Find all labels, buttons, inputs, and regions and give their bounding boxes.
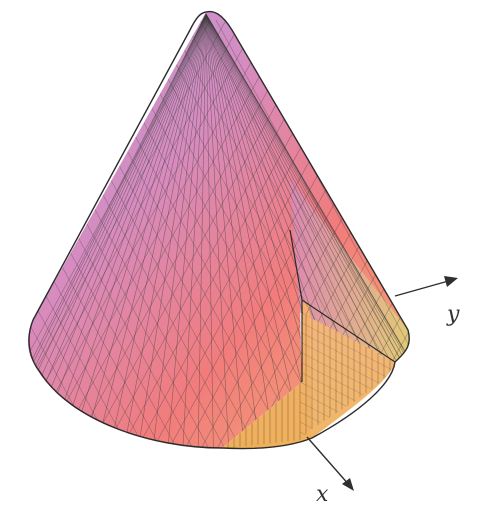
mesh-generator-line [67,13,207,420]
mesh-hatch-line [27,19,147,449]
mesh-hatch-line [407,19,410,449]
mesh-hatch-line [199,19,410,449]
cut-face-front [222,300,312,449]
mesh-hatch-line [199,19,410,449]
mesh-generator-line [205,13,303,443]
mesh-hatch-line [27,19,243,449]
mesh-hatch-line [27,19,83,449]
x-axis-label: x [316,482,329,507]
mesh-hatch-line [27,19,67,449]
mesh-hatch-line [424,20,480,480]
mesh-generator-line [205,13,397,403]
mesh-generator-line [197,13,207,449]
mesh-generator-line [167,13,207,448]
mesh-generator-line [58,13,207,415]
mesh-hatch-line [27,19,195,449]
mesh-hatch-line [27,19,51,449]
mesh-generator-line [205,13,214,449]
x-axis: x [306,436,354,507]
mesh-hatch-line [27,19,35,449]
mesh-hatch-line [0,20,2,480]
mesh-hatch-line [215,19,410,449]
mesh-generator-line [205,13,289,445]
mesh-generator-line [205,13,230,449]
mesh-generator-line [205,13,403,398]
mesh-hatch-line [407,19,410,449]
mesh-generator-line [205,13,275,447]
cone-surface [27,11,410,449]
mesh-generator-line [205,13,410,373]
y-axis-label: y [446,302,460,327]
mesh-hatch-line [359,19,410,449]
mesh-generator-line [28,13,207,380]
mesh-generator-line [112,13,207,437]
mesh-hatch-line [27,19,211,449]
mesh-hatch-line [27,19,211,449]
mesh-hatch-line [375,19,410,449]
cut-mesh-line [299,331,395,385]
mesh-generator-line [205,13,245,449]
y-axis: y [394,276,460,327]
mesh-generator-line [125,13,207,440]
cone-outline [28,10,410,450]
mesh-hatch-line [391,19,410,449]
mesh-generator-line [205,13,410,386]
mesh-hatch-line [343,19,410,449]
mesh-generator-line [205,13,317,440]
mesh-hatch-line [27,19,227,449]
mesh-generator-line [205,13,260,449]
cone-right-flank [290,180,410,362]
cut-mesh-line [299,321,395,375]
mesh-hatch-line [0,20,18,480]
mesh-generator-line [38,13,207,398]
mesh-generator-line [50,13,207,410]
mesh-hatch-line [27,19,51,449]
cut-mesh-line [299,431,395,448]
mesh-hatch-line [0,20,18,480]
mesh-hatch-line [375,19,410,449]
mesh-hatch-line [0,20,2,480]
mesh-hatch-line [27,19,35,449]
mesh-generator-line [138,13,207,443]
mesh-hatch-line [343,19,410,449]
mesh-hatch-line [215,19,410,449]
mesh-generator-line [99,13,207,433]
mesh-generator-line [205,13,403,349]
mesh-generator-line [205,13,407,392]
mesh-hatch-line [27,19,227,449]
mesh-hatch-line [27,19,243,449]
cut-mesh-line [299,411,395,448]
mesh-generator-line [44,13,207,404]
mesh-hatch-line [391,19,410,449]
mesh-hatch-line [27,19,83,449]
mesh-hatch-line [359,19,410,449]
mesh-generator-line [205,13,410,379]
mesh-generator-line [30,13,207,386]
mesh-hatch-line [27,19,67,449]
mesh-hatch-line [424,20,480,480]
cut-edges [289,229,396,382]
mesh-generator-line [88,13,207,429]
mesh-generator-line [34,13,207,392]
mesh-generator-line [182,13,207,449]
mesh-generator-line [27,13,207,374]
mesh-generator-line [77,13,207,425]
